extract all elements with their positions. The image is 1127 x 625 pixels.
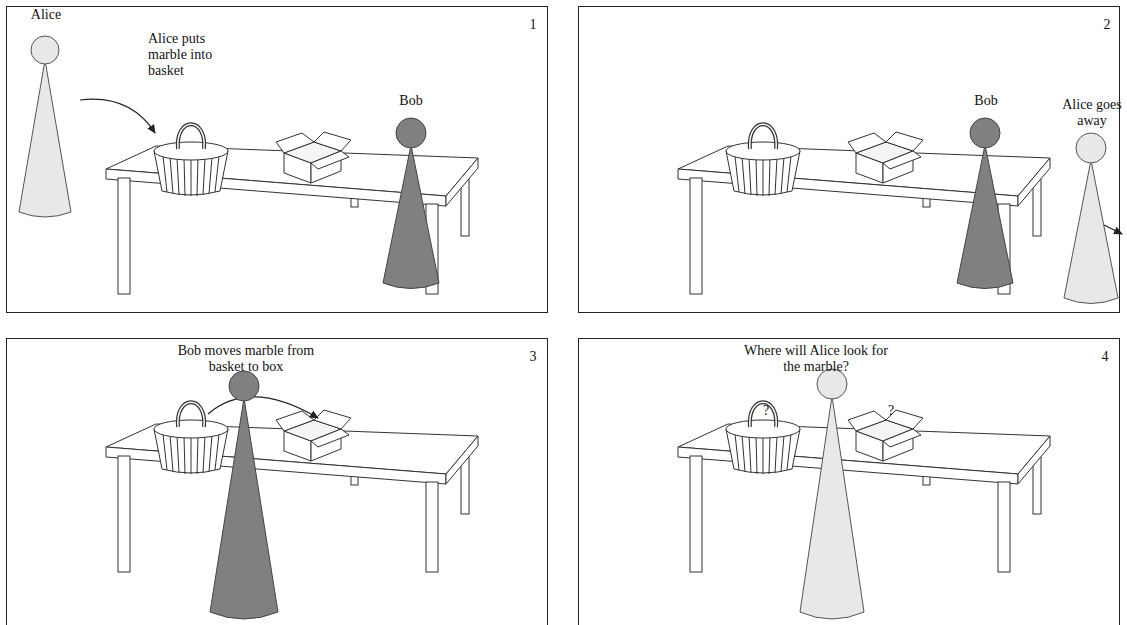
comic-panel: Bob Alice goes away 2 — [578, 6, 1120, 313]
comic-panel: AliceAlice puts marble into basketBob 1 — [6, 6, 548, 313]
action-caption: Alice goes away — [1061, 97, 1123, 129]
panel-number: 4 — [1093, 349, 1117, 365]
action-caption: Alice puts marble into basket — [148, 31, 230, 79]
panel-number: 2 — [1097, 17, 1117, 33]
panel-number: 1 — [521, 17, 545, 33]
question-mark: ? — [756, 403, 776, 419]
figure-name: Alice — [21, 7, 71, 23]
action-caption: Bob moves marble from basket to box — [176, 343, 316, 375]
comic-panel: Where will Alice look for the marble??? 4 — [578, 338, 1120, 625]
comic-panel: Bob moves marble from basket to box 3 — [6, 338, 548, 625]
panel-number: 3 — [521, 349, 545, 365]
figure-name: Bob — [961, 93, 1011, 109]
question-caption: Where will Alice look for the marble? — [741, 343, 891, 375]
question-mark: ? — [881, 403, 901, 419]
figure-name: Bob — [386, 93, 436, 109]
